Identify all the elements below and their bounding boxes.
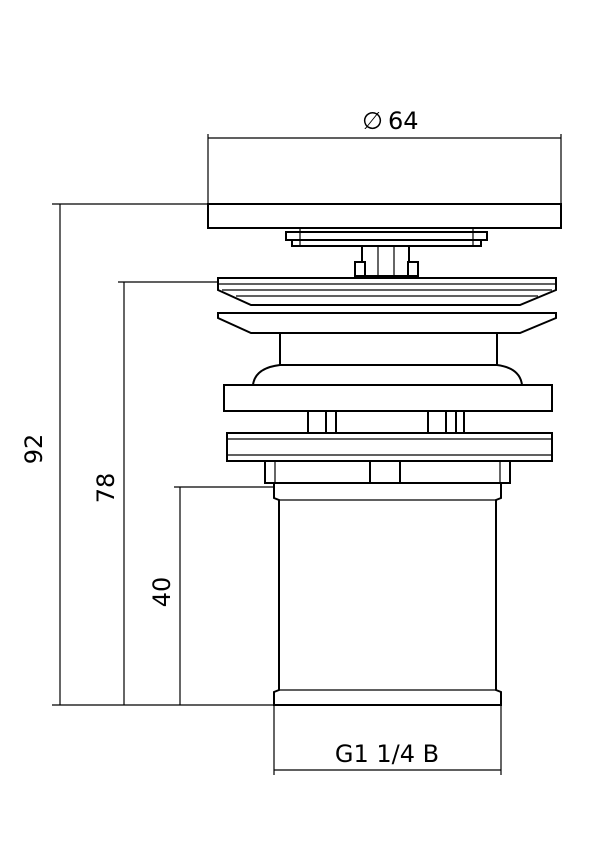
diameter-symbol: ∅: [362, 107, 383, 135]
nut: [223, 384, 553, 412]
dimension-lines: [52, 134, 562, 775]
seal-ring: [217, 312, 557, 334]
washer: [226, 432, 553, 462]
diameter-label: 64: [388, 107, 419, 135]
stem: [361, 245, 410, 277]
stem-nut-right: [407, 261, 419, 277]
spacer-right: [427, 410, 447, 434]
height-thread-label: 40: [148, 577, 176, 608]
flange: [217, 277, 557, 306]
spacer-left: [307, 410, 327, 434]
thread-size-label: G1 1/4 B: [335, 740, 439, 768]
spacer-rod-left: [325, 410, 337, 434]
spacer-rod-right: [455, 410, 465, 434]
top-cap: [207, 203, 562, 229]
drain-valve-body: [207, 203, 562, 706]
height-body-label: 78: [92, 473, 120, 504]
threaded-body: [273, 482, 502, 706]
height-total-label: 92: [20, 434, 48, 465]
stem-nut-left: [354, 261, 366, 277]
neck: [279, 332, 498, 366]
shoulder: [251, 364, 524, 386]
cap-plate: [285, 231, 488, 241]
